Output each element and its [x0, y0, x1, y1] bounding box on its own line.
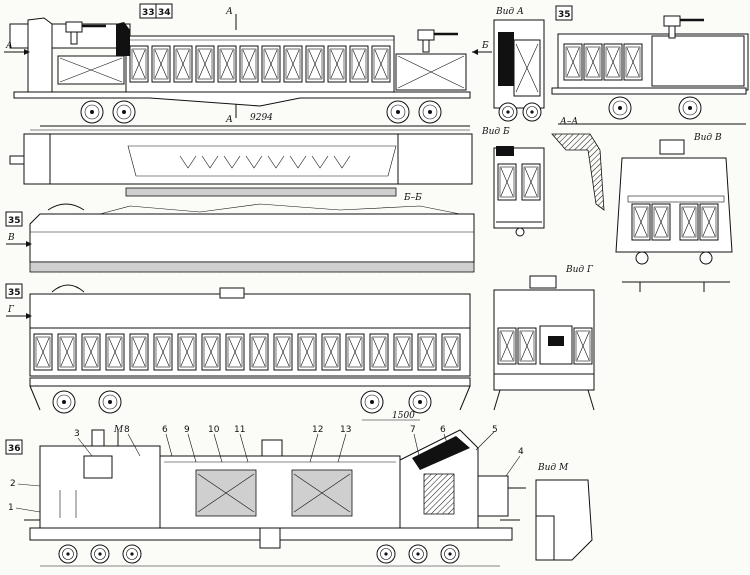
view-label-v: Вид В — [693, 133, 722, 143]
fig35-long-car: 35 В — [5, 203, 475, 273]
fig35b-number: 35 — [8, 216, 21, 226]
arrow-letter-m: М — [113, 425, 124, 435]
callout-4: 4 — [518, 447, 524, 457]
fig33-number: 33 — [142, 8, 155, 18]
view-a-end: Вид А — [493, 7, 545, 122]
fig33-side-view: А Б А А 9294 33 34 — [4, 3, 492, 131]
callout-9: 9 — [184, 425, 190, 435]
callout-12: 12 — [312, 425, 323, 435]
view-label-m: Вид М — [537, 463, 569, 473]
section-aa: А–А — [551, 117, 605, 211]
callout-3: 3 — [74, 429, 80, 439]
view-b: Вид Б — [481, 127, 545, 237]
fig36-number: 36 — [8, 444, 21, 454]
dimension-length-main: 9294 — [250, 113, 273, 123]
callout-8: 8 — [124, 425, 130, 435]
arrow-letter-a-bottom: А — [225, 115, 233, 125]
callout-2: 2 — [10, 479, 16, 489]
dimension-wheelbase: 1500 — [392, 411, 415, 421]
arrow-letter-a-left: А — [5, 41, 13, 51]
callout-1: 1 — [8, 503, 14, 513]
callout-11: 11 — [234, 425, 245, 435]
fig36-cutaway: 36 М 1 — [5, 425, 526, 567]
fig35a-number: 35 — [558, 10, 571, 20]
view-label-b: Вид Б — [481, 127, 510, 137]
view-m: Вид М — [535, 463, 593, 561]
fig35c-number: 35 — [8, 288, 21, 298]
gun-right — [416, 28, 460, 54]
plan-bench-row — [179, 155, 351, 169]
fig36-interior-racks — [195, 469, 353, 517]
callout-6-right: 6 — [440, 425, 446, 435]
callout-5: 5 — [492, 425, 498, 435]
arrow-letter-g-left: Г — [7, 305, 15, 315]
view-label-a: Вид А — [495, 7, 524, 17]
view-label-g: Вид Г — [565, 265, 594, 275]
view-v-front: Вид В — [615, 133, 733, 292]
fig34-number-box — [155, 3, 173, 19]
callout-7: 7 — [410, 425, 416, 435]
arrow-letter-v-left: В — [7, 233, 15, 243]
gunner-figure — [116, 22, 130, 56]
callout-6: 6 — [162, 425, 168, 435]
fig34-number: 34 — [158, 8, 171, 18]
callout-13: 13 — [340, 425, 351, 435]
fig36-callouts: 1 2 3 4 5 6 7 8 9 10 11 12 13 6 — [8, 425, 524, 513]
arrow-letter-b-right: Б — [481, 41, 489, 51]
fig33-plan-view: Б–Б — [9, 133, 473, 203]
fig35-side-view-right: 35 — [551, 5, 749, 125]
callout-10: 10 — [208, 425, 220, 435]
section-label-aa: А–А — [559, 117, 578, 127]
fig35-armored-car: 35 Г 1500 — [5, 283, 471, 421]
section-label-bb: Б–Б — [403, 193, 422, 203]
arrow-letter-a-top: А — [225, 7, 233, 17]
view-g-end: Вид Г — [493, 265, 595, 411]
